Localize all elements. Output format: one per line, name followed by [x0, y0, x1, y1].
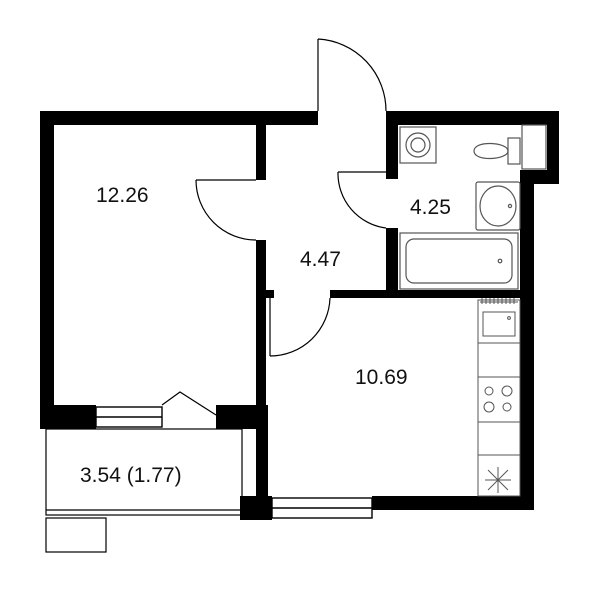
kitchen-fixtures	[477, 298, 521, 497]
toilet-icon	[473, 137, 521, 165]
stove-icon	[483, 385, 513, 413]
living-door	[195, 179, 257, 241]
balcony	[45, 428, 243, 553]
balcony-area: 3.54 (1.77)	[80, 464, 182, 487]
wall-interior-living-lower	[256, 240, 266, 420]
shaft	[521, 124, 547, 170]
balcony-ac-unit	[45, 517, 107, 553]
sink-icon	[475, 181, 521, 231]
kitchen-area: 10.69	[355, 366, 408, 389]
wall-living-bottom-left	[40, 405, 96, 429]
wall-bottom-mid	[372, 496, 434, 510]
entrance-door	[317, 38, 387, 112]
fan-icon	[485, 467, 511, 493]
bathroom-door	[337, 171, 398, 229]
bathroom-area: 4.25	[410, 196, 451, 219]
balcony-outline	[45, 428, 243, 516]
wall-interior-living	[256, 125, 266, 180]
wall-top-right	[386, 111, 559, 125]
wall-bath-left	[386, 111, 398, 179]
room-labels: 12.26 4.47 4.25 10.69 3.54 (1.77)	[80, 184, 451, 487]
balcony-door	[161, 391, 217, 416]
windows	[95, 406, 373, 519]
bathtub-icon	[399, 232, 519, 290]
wall-hall-kitchen	[330, 290, 534, 298]
wall-hall-kitchen-left	[266, 290, 274, 298]
wall-kitchen-left	[256, 405, 268, 520]
wall-right	[520, 170, 534, 510]
hallway-area: 4.47	[300, 248, 341, 271]
wall-right-shaft	[547, 111, 559, 184]
wall-bottom-right	[430, 496, 534, 510]
doors	[161, 38, 398, 416]
living-room-area: 12.26	[96, 184, 149, 207]
wall-bath-left-lower	[386, 228, 398, 296]
washing-machine-icon	[399, 126, 437, 164]
wall-top-left	[40, 111, 318, 125]
kitchen-counter	[477, 299, 521, 497]
kitchen-sink-icon	[480, 298, 518, 337]
walls	[40, 111, 559, 520]
wall-left	[40, 111, 54, 429]
bathroom-fixtures	[399, 124, 547, 290]
kitchen-door	[269, 297, 331, 357]
